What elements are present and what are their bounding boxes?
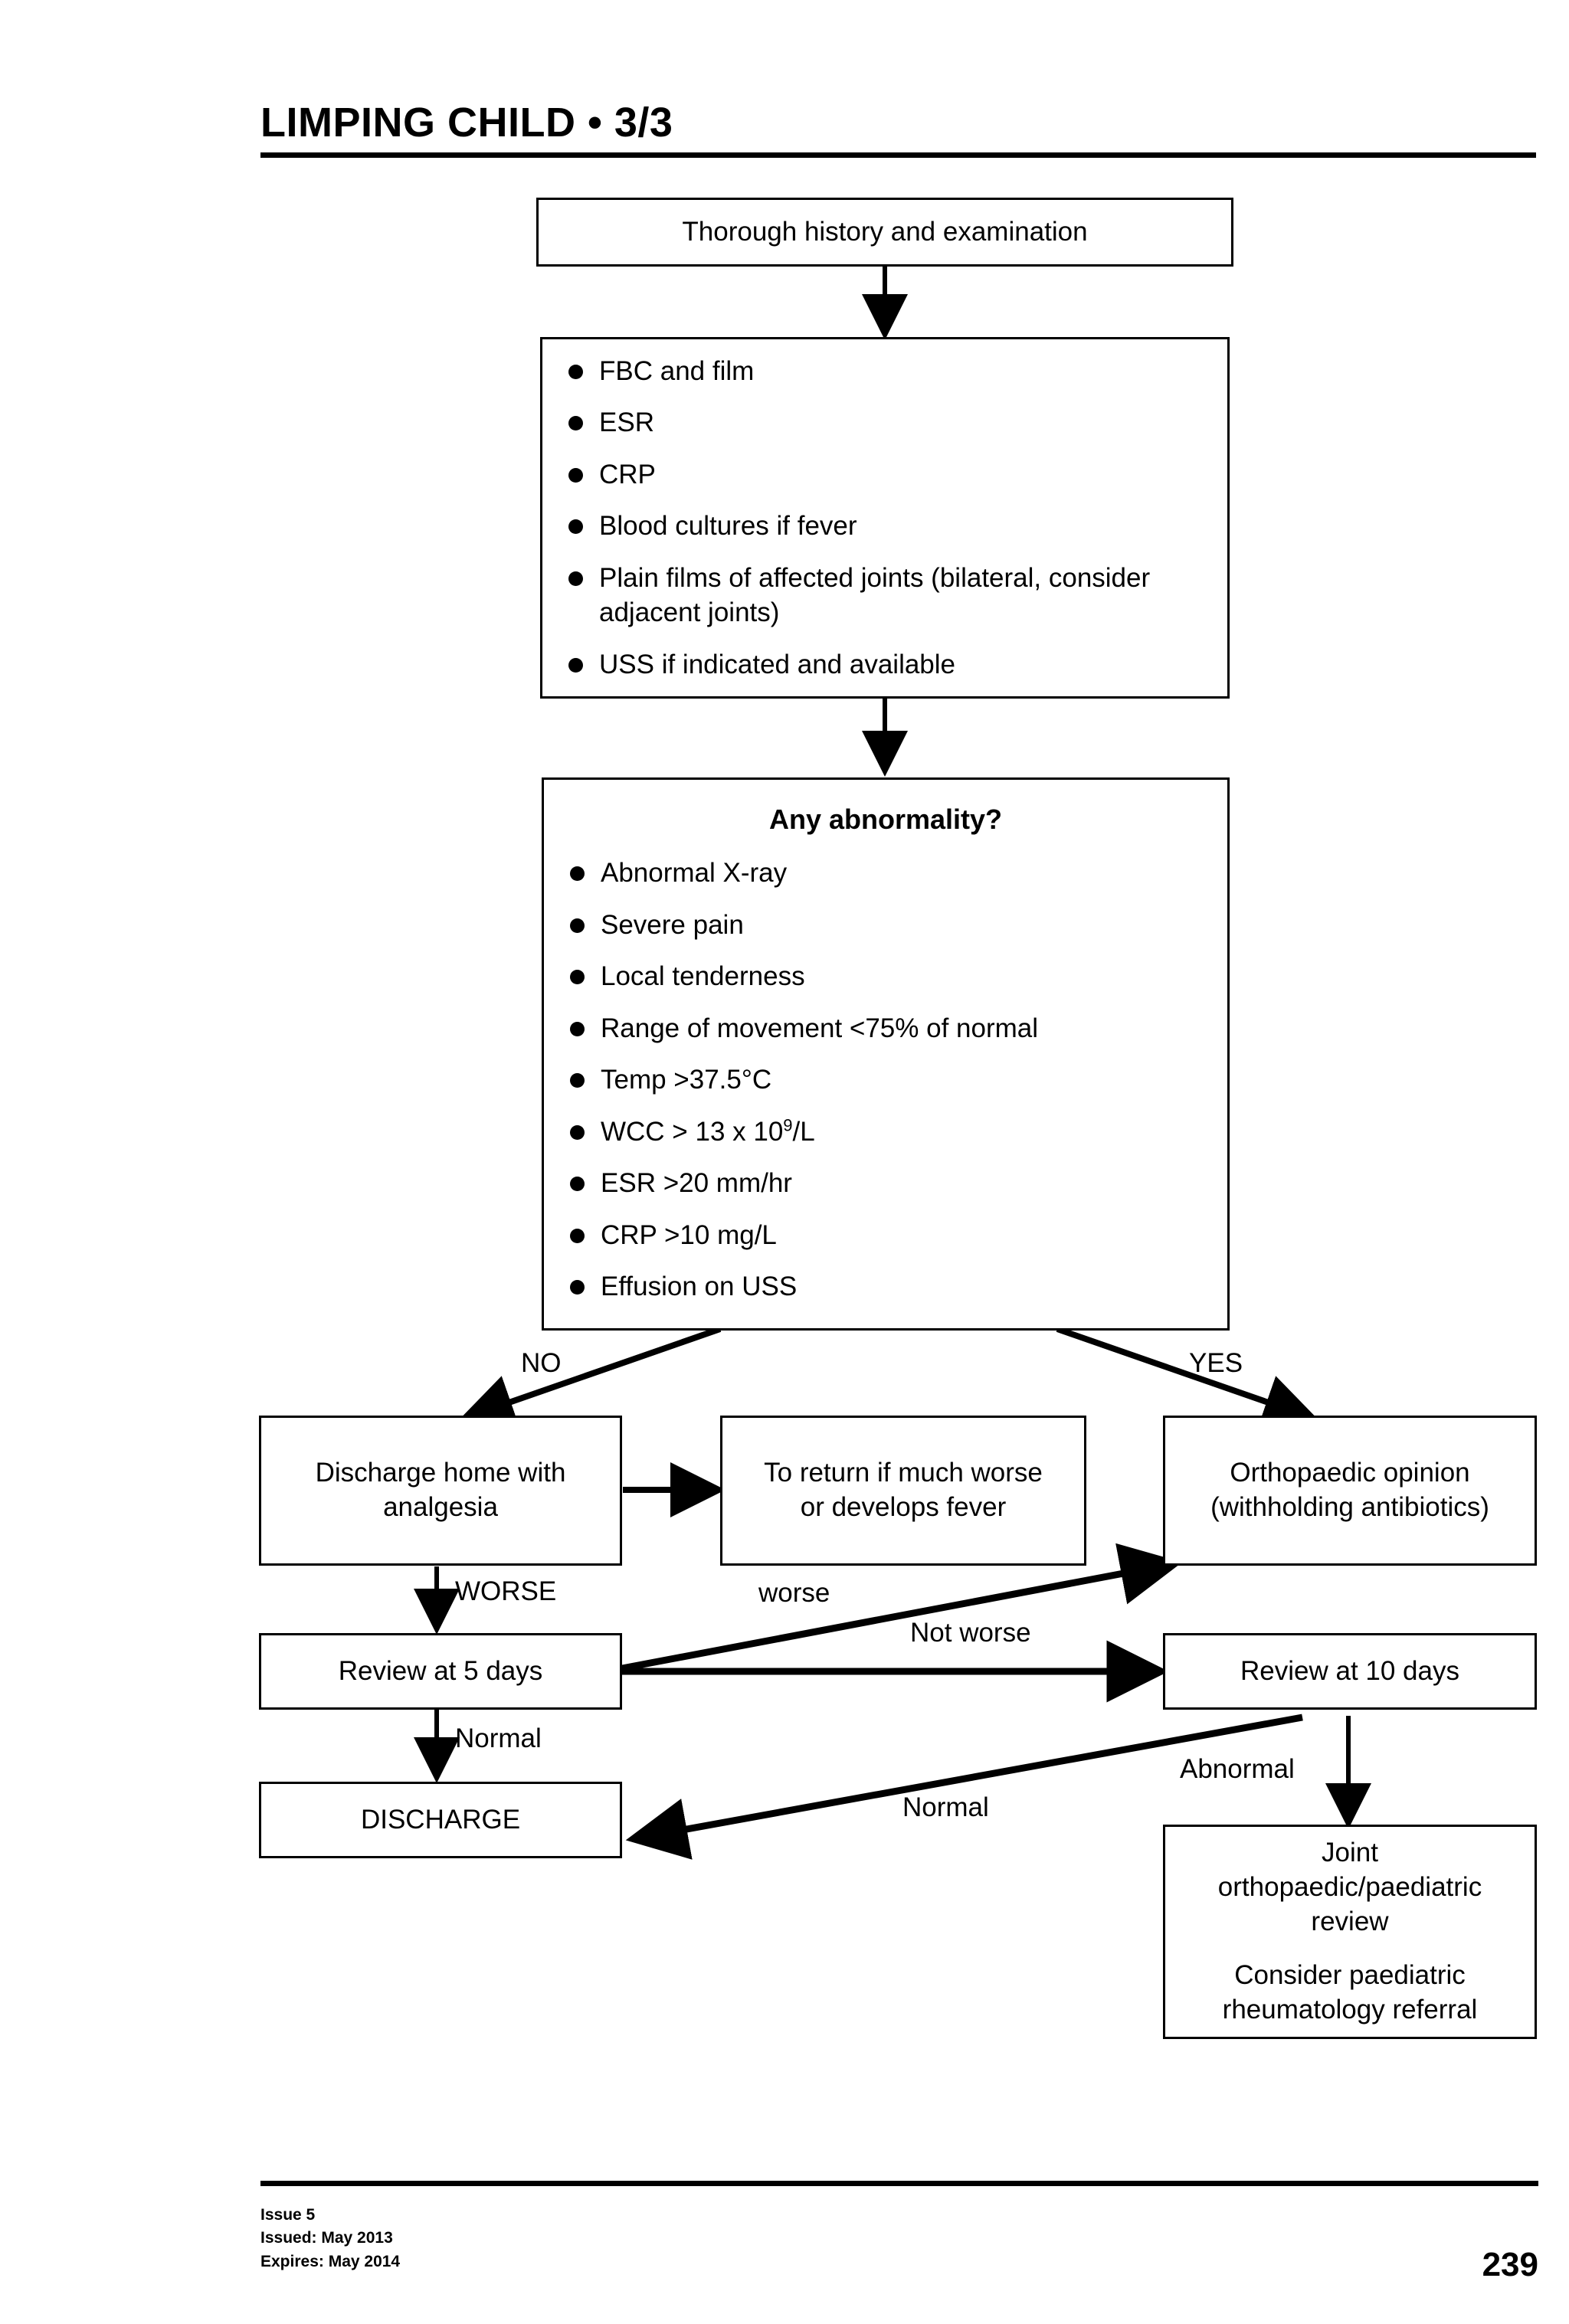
list-item: CRP [565,457,1204,493]
node-orthopaedic-opinion[interactable]: Orthopaedic opinion (withholding antibio… [1163,1416,1537,1566]
node-joint-review-line2: orthopaedic/paediatric [1217,1871,1482,1902]
list-item: Local tenderness [567,959,1204,994]
list-item: USS if indicated and available [565,647,1204,682]
list-item: Effusion on USS [567,1269,1204,1304]
page-header: LIMPING CHILD • 3/3 [260,101,1538,158]
node-orthopaedic-opinion-line2: (withholding antibiotics) [1210,1492,1489,1522]
investigations-list: FBC and film ESR CRP Blood cultures if f… [565,354,1204,682]
edge-label-no: NO [521,1348,562,1378]
wcc-suffix: /L [792,1116,815,1147]
edge-label-abnormal: Abnormal [1180,1754,1295,1784]
list-item: CRP >10 mg/L [567,1218,1204,1253]
node-discharge-home-line1: Discharge home with [315,1458,566,1488]
wcc-superscript: 9 [783,1115,793,1135]
edge-label-not-worse: Not worse [910,1618,1031,1648]
connector-no-branch [458,1326,722,1429]
node-return-advice-line2: or develops fever [800,1492,1007,1522]
node-any-abnormality-heading: Any abnormality? [768,804,1003,836]
node-investigations[interactable]: FBC and film ESR CRP Blood cultures if f… [540,337,1230,699]
list-item: Plain films of affected joints (bilatera… [565,561,1204,630]
node-orthopaedic-opinion-line1: Orthopaedic opinion [1230,1458,1470,1488]
node-review-5-days-label: Review at 5 days [338,1655,543,1686]
page-number: 239 [1482,2246,1538,2283]
node-return-advice[interactable]: To return if much worse or develops feve… [720,1416,1086,1566]
edge-label-normal-diagonal: Normal [902,1792,989,1822]
node-history[interactable]: Thorough history and examination [536,198,1233,267]
page-title: LIMPING CHILD • 3/3 [260,100,673,146]
node-discharge-home[interactable]: Discharge home with analgesia [259,1416,622,1566]
footer-issued: Issued: May 2013 [260,2229,393,2247]
node-review-10-days[interactable]: Review at 10 days [1163,1633,1537,1710]
list-item: Abnormal X-ray [567,856,1204,891]
connector-review5-worse-to-orthopaedic [621,1543,1183,1672]
list-item: FBC and film [565,354,1204,389]
edge-label-worse-upper: WORSE [455,1576,557,1606]
footer-divider [260,2181,1538,2186]
list-item: Severe pain [567,908,1204,943]
list-item: ESR [565,405,1204,440]
node-history-label: Thorough history and examination [682,216,1088,247]
list-item: Blood cultures if fever [565,509,1204,544]
node-discharge-label: DISCHARGE [360,1804,521,1835]
node-joint-review-line5: rheumatology referral [1222,1995,1478,2025]
edge-label-normal-left: Normal [455,1723,542,1753]
abnormality-list: Abnormal X-ray Severe pain Local tendern… [567,856,1204,1304]
header-divider [260,152,1536,158]
list-item: ESR >20 mm/hr [567,1166,1204,1201]
edge-label-worse-lower: worse [758,1578,830,1608]
wcc-text: WCC > 13 x 10 [601,1116,784,1147]
footer-metadata: Issue 5 Issued: May 2013 Expires: May 20… [260,2204,400,2273]
footer-expires: Expires: May 2014 [260,2252,401,2270]
node-discharge[interactable]: DISCHARGE [259,1782,622,1858]
node-joint-review-line3: review [1311,1906,1389,1936]
node-return-advice-line1: To return if much worse [764,1458,1043,1488]
edge-label-yes: YES [1189,1348,1243,1378]
list-item: Temp >37.5°C [567,1062,1204,1098]
list-item: Range of movement <75% of normal [567,1011,1204,1046]
node-joint-review-line4: Consider paediatric [1234,1960,1466,1991]
node-review-10-days-label: Review at 10 days [1240,1655,1459,1686]
footer-issue: Issue 5 [260,2206,316,2224]
node-any-abnormality[interactable]: Any abnormality? Abnormal X-ray Severe p… [542,777,1230,1331]
connector-yes-branch [1056,1326,1319,1429]
node-joint-review-line1: Joint [1322,1838,1378,1867]
list-item-wcc: WCC > 13 x 109/L [567,1115,1204,1150]
node-review-5-days[interactable]: Review at 5 days [259,1633,622,1710]
node-joint-review[interactable]: Joint orthopaedic/paediatric review Cons… [1163,1825,1537,2039]
node-discharge-home-line2: analgesia [383,1492,498,1522]
